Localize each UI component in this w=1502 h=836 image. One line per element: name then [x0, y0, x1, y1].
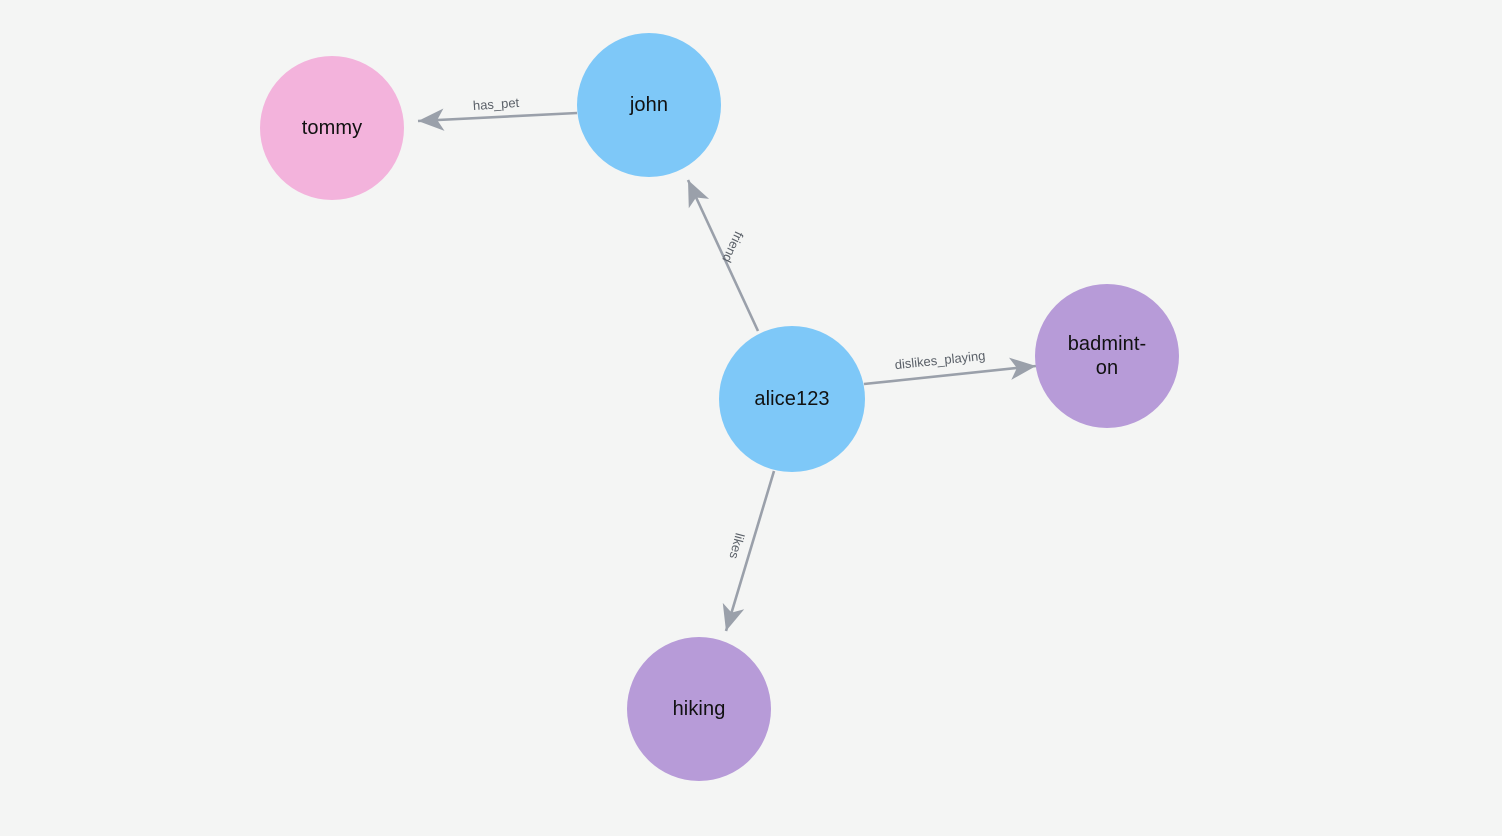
edge-alice123-to-badminton[interactable]: [863, 357, 1037, 386]
graph-node-tommy[interactable]: tommy: [260, 56, 404, 200]
graph-node-john[interactable]: john: [577, 33, 721, 177]
node-label-badminton: badmint- on: [1067, 333, 1147, 379]
graph-node-badminton[interactable]: badmint- on: [1035, 284, 1179, 428]
edge-alice123-to-john[interactable]: [686, 179, 760, 332]
node-label-hiking: hiking: [672, 698, 726, 720]
edge-john-to-tommy[interactable]: [417, 108, 578, 131]
node-label-john: john: [629, 94, 669, 116]
graph-node-alice123[interactable]: alice123: [719, 326, 865, 472]
node-label-alice123: alice123: [754, 388, 830, 410]
edge-alice123-to-hiking[interactable]: [722, 470, 776, 632]
graph-node-hiking[interactable]: hiking: [627, 637, 771, 781]
node-label-tommy: tommy: [301, 117, 363, 139]
